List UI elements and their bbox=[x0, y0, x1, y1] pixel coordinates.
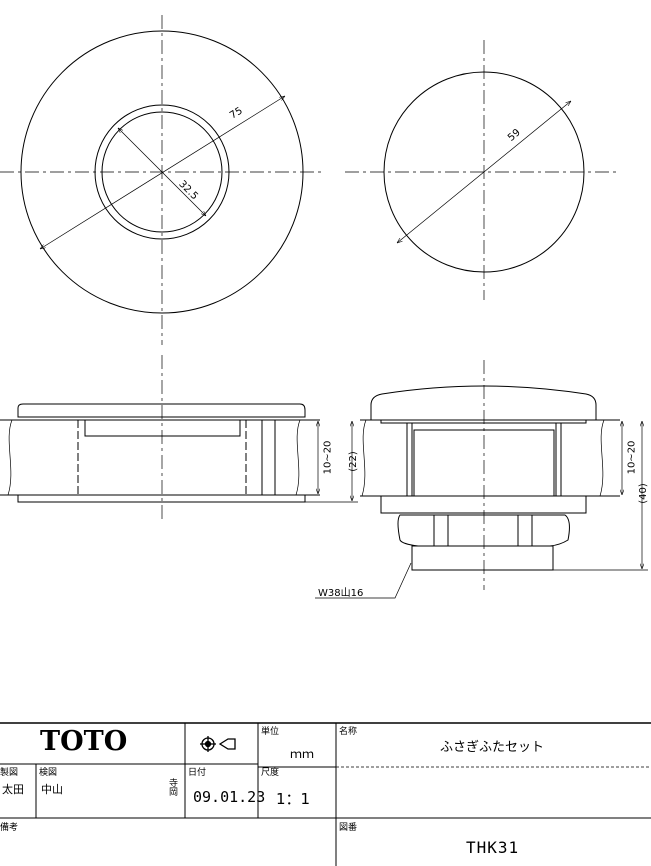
checked-stamp: 中山 bbox=[41, 783, 63, 796]
drawn-stamp: 太田 bbox=[2, 783, 24, 796]
side-view-cap bbox=[315, 360, 648, 599]
dim-height-right: (40) bbox=[637, 483, 649, 504]
dim-height-left: (22) bbox=[347, 451, 359, 472]
dim-wall-range-right: 10~20 bbox=[626, 440, 638, 475]
name-label: 名称 bbox=[339, 727, 358, 737]
scale-label: 尺度 bbox=[261, 768, 280, 778]
side-view-ring bbox=[0, 355, 358, 520]
plan-view-cap bbox=[345, 40, 620, 300]
dim-wall-range-left: 10~20 bbox=[322, 440, 334, 475]
third-angle-projection-icon bbox=[200, 736, 236, 752]
drawing-no-label: 図番 bbox=[339, 823, 358, 833]
dim-thread: W38山16 bbox=[318, 588, 364, 599]
approved-stamp: 寺岡 bbox=[167, 778, 177, 796]
unit-label: 単位 bbox=[261, 727, 280, 737]
date-value: 09.01.23 bbox=[193, 788, 266, 806]
plan-view-ring bbox=[0, 15, 325, 345]
unit-value: ｍｍ bbox=[290, 747, 315, 761]
remarks-label: 備考 bbox=[0, 823, 19, 833]
title-block-frame bbox=[0, 722, 651, 866]
drawing-no-value: THK31 bbox=[466, 838, 520, 857]
date-label: 日付 bbox=[188, 768, 207, 778]
name-value: ふさぎふたセット bbox=[440, 740, 545, 755]
drawn-label: 製図 bbox=[0, 768, 19, 778]
scale-value: 1：1 bbox=[276, 790, 311, 808]
toto-logo: TOTO bbox=[40, 726, 128, 757]
checked-label: 検図 bbox=[39, 768, 58, 778]
